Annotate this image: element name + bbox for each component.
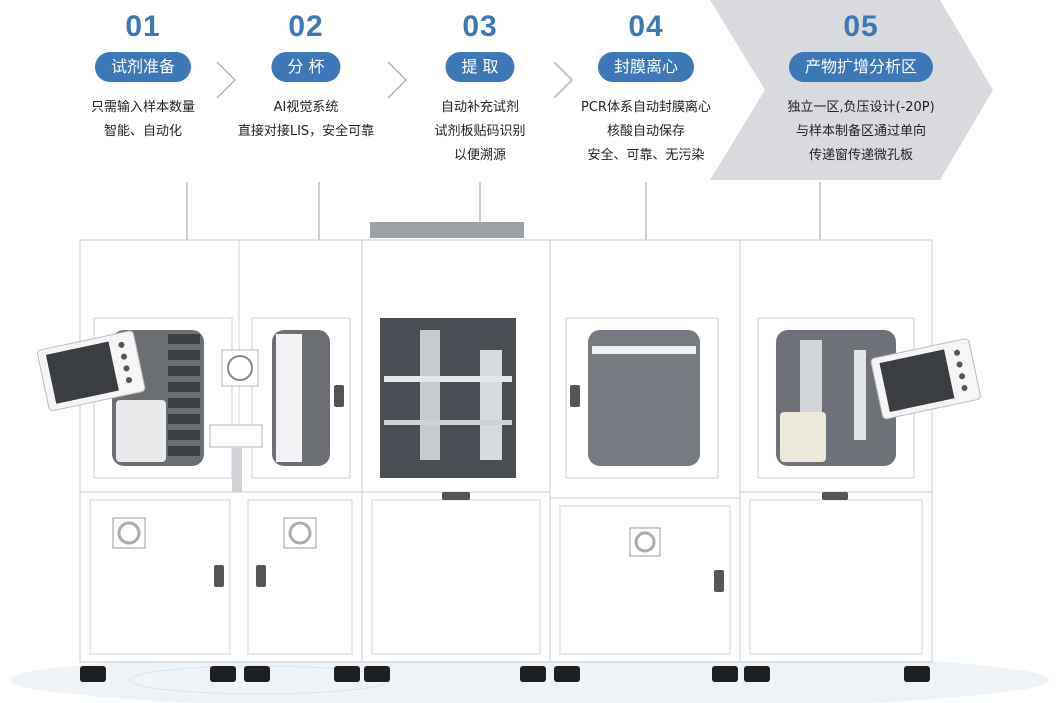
step-description: 自动补充试剂 试剂板贴码识别 以便溯源 xyxy=(380,96,580,168)
description-line: 自动补充试剂 xyxy=(440,100,519,115)
step-description: 独立一区,负压设计(-20P) 与样本制备区通过单向 传递窗传递微孔板 xyxy=(761,96,961,168)
description-line: 与样本制备区通过单向 xyxy=(795,124,926,139)
chevron-right-icon xyxy=(216,61,237,99)
step-number: 04 xyxy=(628,10,664,43)
chevron-right-icon xyxy=(553,61,574,99)
chevron-right-icon xyxy=(387,61,408,99)
description-line: 智能、自动化 xyxy=(103,124,182,139)
step-description: AI视觉系统 直接对接LIS，安全可靠 xyxy=(206,96,406,144)
description-line: 传递窗传递微孔板 xyxy=(808,148,913,163)
description-line: 安全、可靠、无污染 xyxy=(587,148,705,163)
step-title-badge: 产物扩增分析区 xyxy=(788,52,934,82)
step-number: 05 xyxy=(843,10,879,43)
step-title-badge: 分 杯 xyxy=(271,52,341,82)
cabinet-module-1-lower xyxy=(79,491,363,663)
touchscreen-icon-right xyxy=(870,338,981,420)
touchscreen-icon-left xyxy=(37,330,146,412)
description-line: 以便溯源 xyxy=(453,148,506,163)
step-title-badge: 提 取 xyxy=(445,52,515,82)
step-number: 02 xyxy=(288,10,324,43)
description-line: 独立一区,负压设计(-20P) xyxy=(787,100,935,115)
description-line: AI视觉系统 xyxy=(273,100,339,115)
step-title-badge: 试剂准备 xyxy=(94,52,192,82)
step-title-badge: 封膜离心 xyxy=(597,52,695,82)
description-line: 只需输入样本数量 xyxy=(90,100,195,115)
description-line: 直接对接LIS，安全可靠 xyxy=(237,124,375,139)
description-line: 核酸自动保存 xyxy=(606,124,685,139)
step-number: 03 xyxy=(462,10,498,43)
cabinet-module-3 xyxy=(549,239,741,663)
description-line: 试剂板贴码识别 xyxy=(434,124,526,139)
cabinet-module-4 xyxy=(739,239,933,663)
step-number: 01 xyxy=(125,10,161,43)
step-description: 只需输入样本数量 智能、自动化 xyxy=(43,96,243,144)
step-description: PCR体系自动封膜离心 核酸自动保存 安全、可靠、无污染 xyxy=(546,96,746,168)
cabinet-module-2 xyxy=(361,222,551,663)
description-line: PCR体系自动封膜离心 xyxy=(581,100,711,115)
